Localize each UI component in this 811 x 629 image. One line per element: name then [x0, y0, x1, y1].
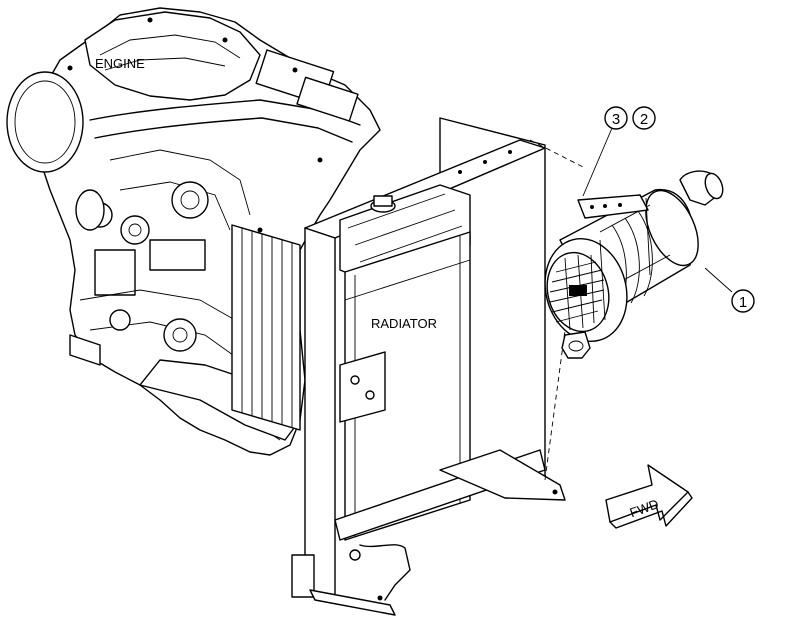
lower-hose: [359, 544, 411, 601]
radiator-assembly: [291, 117, 566, 616]
callout-3-number: 3: [612, 111, 620, 128]
air-cleaner-assembly: [544, 170, 724, 359]
flywheel-housing: [6, 71, 84, 173]
engine-label: ENGINE: [95, 56, 145, 71]
radiator-bracket: [339, 351, 386, 423]
callout-1: 1: [731, 289, 755, 313]
callout-1-number: 1: [739, 294, 747, 311]
engine-assembly: [6, 7, 381, 456]
intake-manifold: [84, 11, 261, 101]
callout-3: 3: [604, 106, 628, 130]
radiator-left-upright: [304, 227, 336, 601]
forward-arrow: FWD: [605, 464, 693, 529]
leader-lines: [529, 127, 733, 481]
callout-2: 2: [632, 106, 656, 130]
mounting-band: [577, 194, 649, 219]
forward-arrow-shape: [605, 464, 689, 523]
callout-2-number: 2: [640, 111, 648, 128]
fan-shroud: [231, 224, 301, 431]
radiator-core: [344, 231, 471, 541]
dust-valve: [561, 331, 591, 359]
radiator-label: RADIATOR: [371, 316, 437, 331]
radiator-foot: [291, 554, 315, 598]
brand-logo: [569, 285, 587, 296]
engine-mount: [69, 334, 101, 366]
exhaust-pipe: [89, 99, 361, 126]
